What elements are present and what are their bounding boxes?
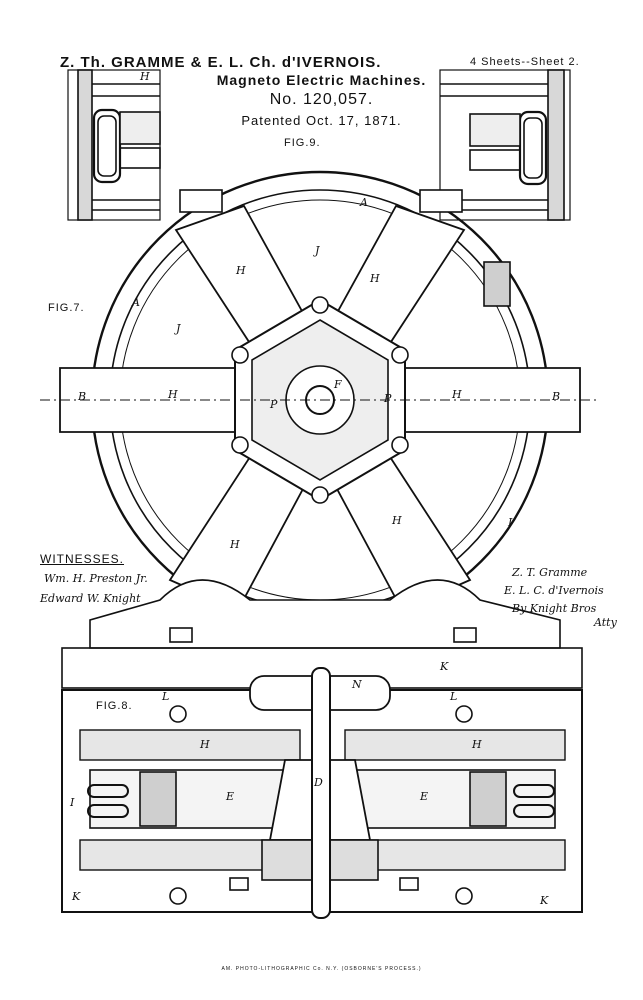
patent-title: Magneto Electric Machines. xyxy=(216,72,427,88)
label-h: H xyxy=(370,272,380,285)
label-k: K xyxy=(72,890,81,903)
attorney-suffix: Atty xyxy=(594,616,617,629)
label-l: L xyxy=(450,690,458,703)
patent-date: Patented Oct. 17, 1871. xyxy=(241,113,402,128)
label-p: P xyxy=(384,392,392,405)
fig9-right-detail xyxy=(439,69,571,221)
label-b: B xyxy=(552,390,561,403)
attorney-signature: By Knight Bros xyxy=(512,602,597,615)
label-i: I xyxy=(70,796,75,809)
inventors-heading: Z. Th. GRAMME & E. L. Ch. d'IVERNOIS. xyxy=(60,54,382,71)
witness-signature-2: Edward W. Knight xyxy=(40,592,141,605)
witness-signature-1: Wm. H. Preston Jr. xyxy=(44,572,148,585)
label-e: E xyxy=(226,790,235,803)
label-i: I xyxy=(508,516,513,529)
label-j: J xyxy=(176,322,181,335)
inventor-signature-2: E. L. C. d'Ivernois xyxy=(504,584,604,597)
label-d: D xyxy=(314,776,323,789)
label-n: N xyxy=(352,678,362,691)
label-b: B xyxy=(78,390,87,403)
label-h: H xyxy=(168,388,178,401)
label-k: K xyxy=(540,894,549,907)
label-l: L xyxy=(162,690,170,703)
patent-number: No. 120,057. xyxy=(269,91,374,108)
lithographer-credit: AM. PHOTO-LITHOGRAPHIC Co. N.Y. (OSBORNE… xyxy=(221,966,422,972)
label-h: H xyxy=(392,514,402,527)
label-k: K xyxy=(440,660,449,673)
label-h: H xyxy=(452,388,462,401)
label-a: A xyxy=(132,296,140,309)
fig7-wheel xyxy=(40,170,600,649)
witnesses-heading: WITNESSES. xyxy=(40,552,125,566)
fig7-label: FIG.7. xyxy=(48,302,85,314)
label-a: A xyxy=(360,196,368,209)
label-e: E xyxy=(420,790,429,803)
fig8-section xyxy=(61,667,583,919)
sheet-number: 4 Sheets--Sheet 2. xyxy=(470,56,580,68)
label-p: P xyxy=(270,398,278,411)
label-h: H xyxy=(140,70,150,83)
label-f: F xyxy=(334,378,342,391)
label-h: H xyxy=(472,738,482,751)
fig9-label: FIG.9. xyxy=(284,137,321,149)
fig9-left-detail xyxy=(67,69,161,221)
label-h: H xyxy=(200,738,210,751)
label-j: J xyxy=(315,244,320,257)
inventor-signature-1: Z. T. Gramme xyxy=(512,566,588,579)
label-h: H xyxy=(236,264,246,277)
label-h: H xyxy=(230,538,240,551)
fig8-label: FIG.8. xyxy=(96,700,133,712)
